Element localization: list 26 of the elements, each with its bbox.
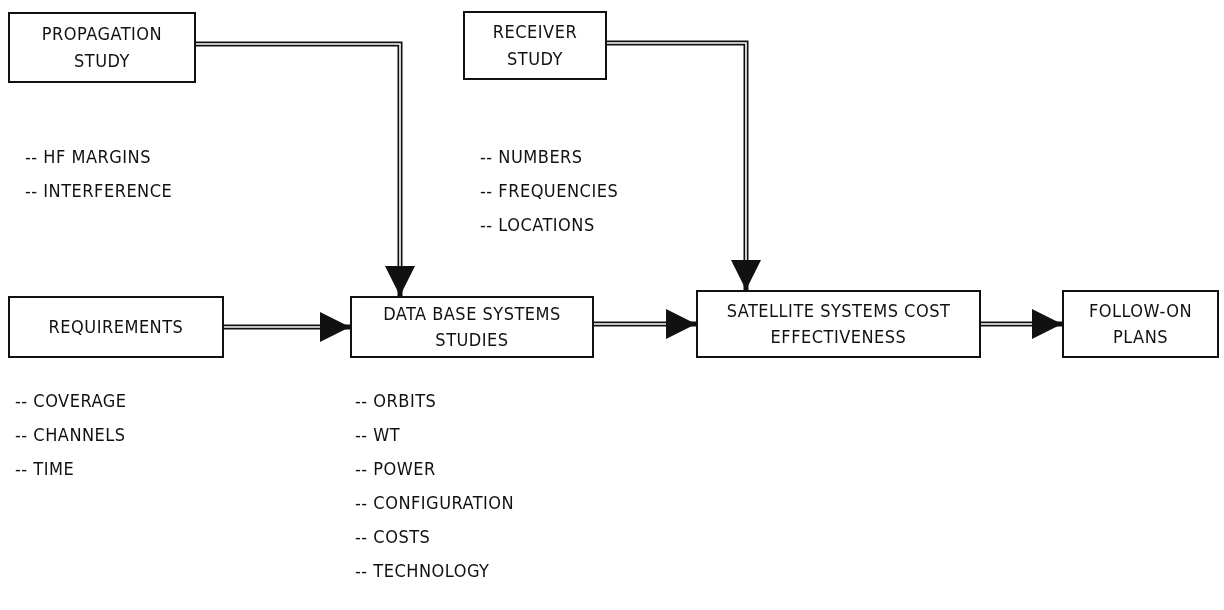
process-box: [8, 296, 224, 358]
box-label: SATELLITE SYSTEMS COST EFFECTIVENESS: [725, 298, 952, 349]
list-item: -- TECHNOLOGY: [355, 560, 490, 581]
list-item: -- COVERAGE: [15, 390, 127, 411]
list-item: -- TIME: [15, 458, 75, 479]
list-item: -- FREQUENCIES: [480, 180, 619, 201]
box-label: FOLLOW-ON PLANS: [1087, 298, 1194, 349]
list-item: -- NUMBERS: [480, 146, 583, 167]
list-item: -- WT: [355, 424, 401, 445]
box-label: REQUIREMENTS: [48, 314, 184, 339]
list-item: -- HF MARGINS: [25, 146, 151, 167]
list-item: -- COSTS: [355, 526, 431, 547]
list-item: -- INTERFERENCE: [25, 180, 173, 201]
list-item: -- LOCATIONS: [480, 214, 595, 235]
process-box: [8, 12, 196, 83]
list-item: -- CONFIGURATION: [355, 492, 515, 513]
list-item: -- CHANNELS: [15, 424, 126, 445]
process-box: [1062, 290, 1219, 358]
process-box: [350, 296, 594, 358]
box-label: PROPAGATION STUDY: [40, 22, 164, 73]
list-item: -- POWER: [355, 458, 436, 479]
box-label: RECEIVER STUDY: [491, 20, 579, 71]
process-box: [463, 11, 607, 80]
process-box: [696, 290, 981, 358]
box-label: DATA BASE SYSTEMS STUDIES: [382, 301, 562, 352]
list-item: -- ORBITS: [355, 390, 437, 411]
